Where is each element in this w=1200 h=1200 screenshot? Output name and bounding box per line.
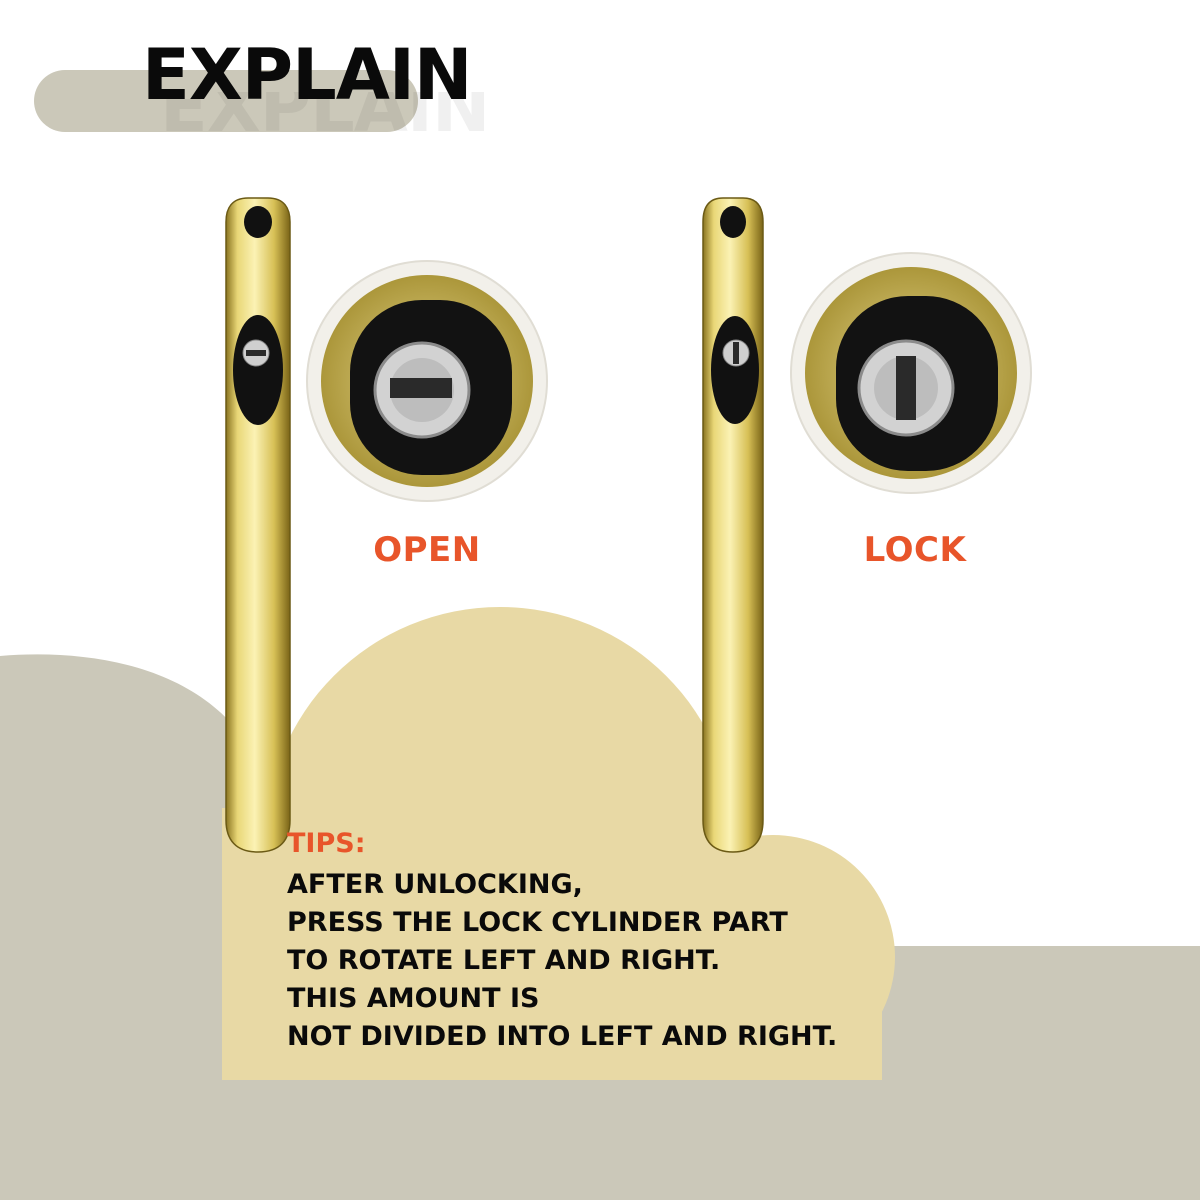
tips-line: AFTER UNLOCKING, bbox=[287, 869, 583, 900]
zoom-open-icon bbox=[306, 260, 548, 502]
title-shadow: EXPLAIN bbox=[160, 66, 490, 148]
page-title: EXPLAIN bbox=[142, 34, 472, 116]
taupe-bottom-cover bbox=[222, 1080, 1200, 1200]
handle-open-icon bbox=[225, 197, 291, 853]
lock-label: LOCK bbox=[863, 530, 967, 570]
title-pill bbox=[34, 70, 418, 132]
zoom-lock-icon bbox=[790, 252, 1032, 494]
tips-line: NOT DIVIDED INTO LEFT AND RIGHT. bbox=[287, 1021, 838, 1052]
tips-line: TO ROTATE LEFT AND RIGHT. bbox=[287, 945, 721, 976]
tips-line: THIS AMOUNT IS bbox=[287, 983, 540, 1014]
tips-title: TIPS: bbox=[287, 828, 366, 859]
open-label: OPEN bbox=[373, 530, 481, 570]
tips-text: AFTER UNLOCKING, PRESS THE LOCK CYLINDER… bbox=[287, 866, 837, 1056]
tips-line: PRESS THE LOCK CYLINDER PART bbox=[287, 907, 788, 938]
handle-lock-icon bbox=[702, 197, 764, 853]
